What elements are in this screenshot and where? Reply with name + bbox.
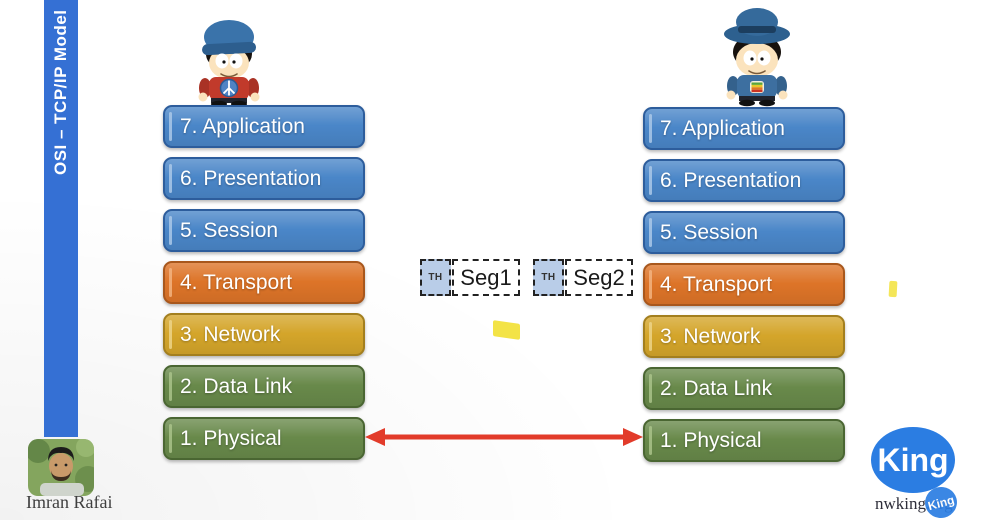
osi-stack-sender: 7. Application 6. Presentation 5. Sessio… — [163, 105, 365, 469]
layer-datalink-right: 2. Data Link — [643, 367, 845, 410]
layer-network-left: 3. Network — [163, 313, 365, 356]
layer-physical-right: 1. Physical — [643, 419, 845, 462]
segment-2: TH Seg2 — [533, 259, 633, 296]
brand-logo: King — [871, 427, 955, 493]
character-receiver-icon — [724, 8, 790, 107]
highlighter-tick-icon — [888, 280, 898, 298]
physical-link-arrow-icon — [365, 428, 643, 446]
character-sender-icon — [198, 20, 260, 106]
presenter-photo — [28, 439, 94, 496]
osi-stack-receiver: 7. Application 6. Presentation 5. Sessio… — [643, 107, 845, 471]
layer-application-right: 7. Application — [643, 107, 845, 150]
layer-physical-left: 1. Physical — [163, 417, 365, 460]
layer-transport-left: 4. Transport — [163, 261, 365, 304]
layer-presentation-left: 6. Presentation — [163, 157, 365, 200]
layer-application-left: 7. Application — [163, 105, 365, 148]
brand-logo-small-text: King — [926, 492, 956, 513]
layer-datalink-left: 2. Data Link — [163, 365, 365, 408]
layer-session-right: 5. Session — [643, 211, 845, 254]
highlighter-flag-icon — [493, 320, 520, 340]
brand-logo-text: King — [877, 441, 949, 478]
segment-1: TH Seg1 — [420, 259, 520, 296]
segment-2-label: Seg2 — [565, 259, 633, 296]
segment-2-th-header: TH — [533, 259, 564, 296]
presenter-name: Imran Rafai — [26, 492, 113, 512]
layer-presentation-right: 6. Presentation — [643, 159, 845, 202]
layer-session-left: 5. Session — [163, 209, 365, 252]
slide-title: OSI – TCP/IP Model — [51, 9, 70, 175]
layer-network-right: 3. Network — [643, 315, 845, 358]
title-ribbon: OSI – TCP/IP Model — [44, 0, 78, 437]
segment-1-label: Seg1 — [452, 259, 520, 296]
layer-transport-right: 4. Transport — [643, 263, 845, 306]
segment-1-th-header: TH — [420, 259, 451, 296]
